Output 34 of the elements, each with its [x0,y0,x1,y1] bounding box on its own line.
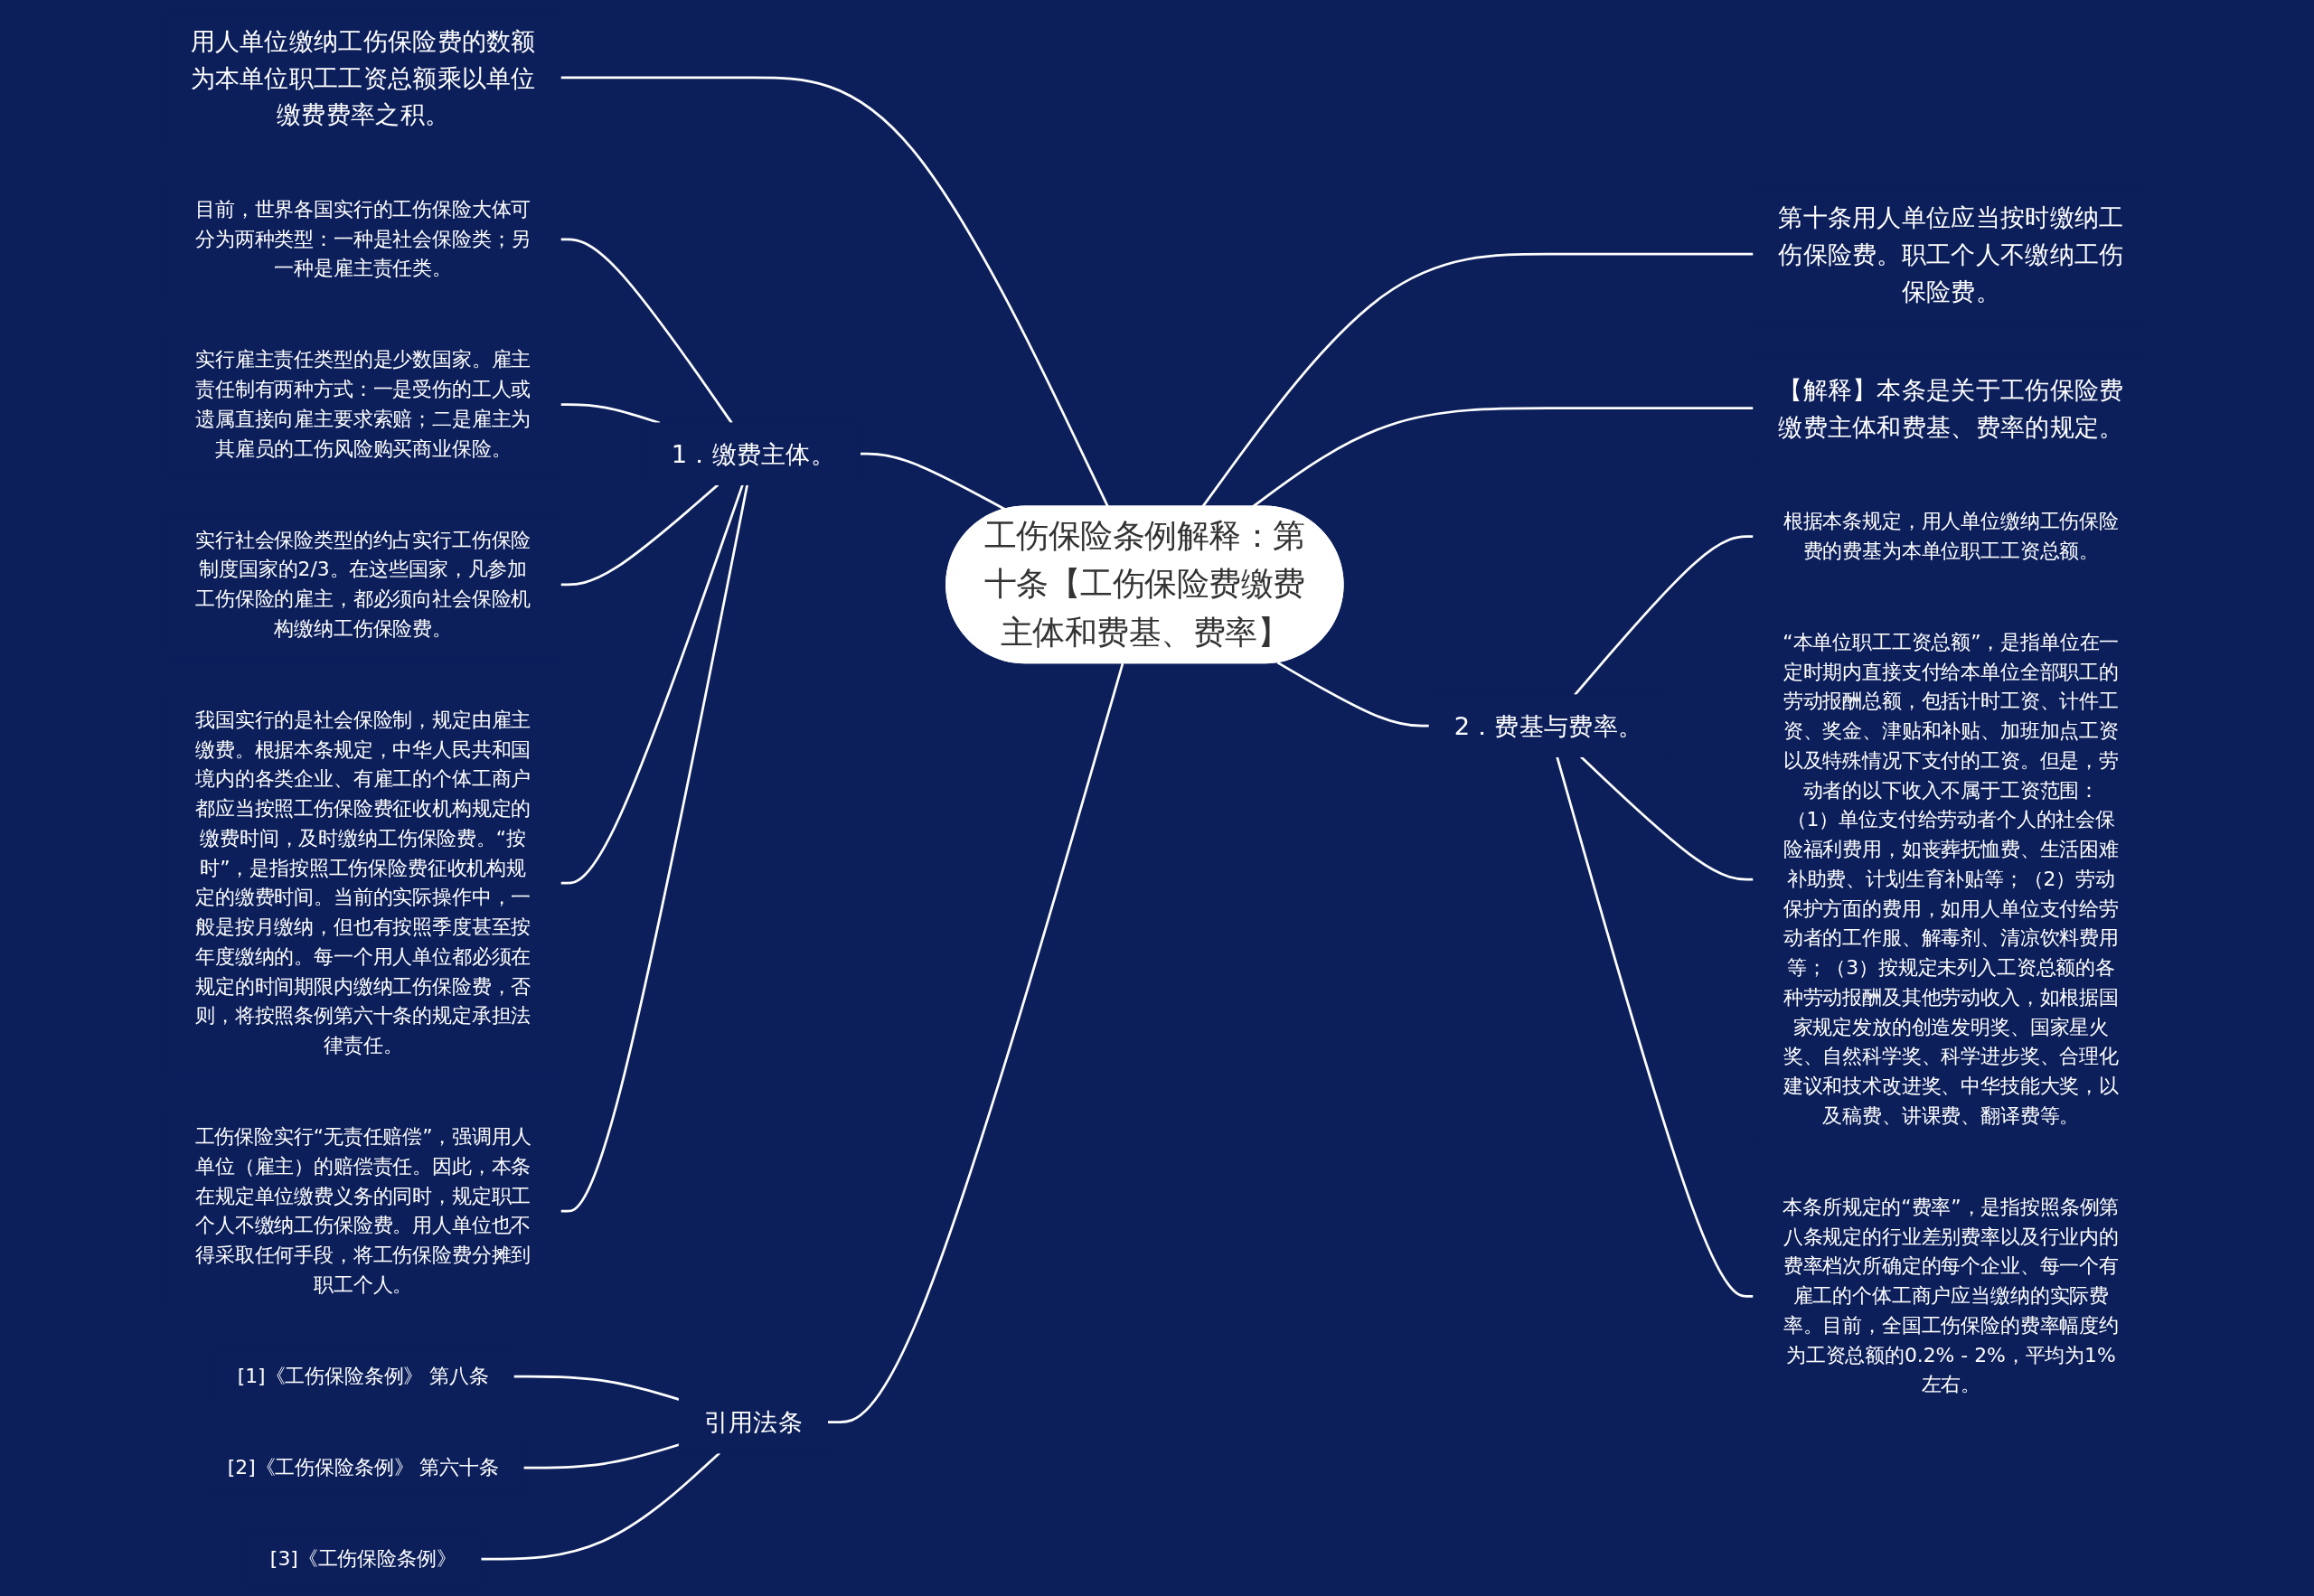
node-text: [3]《工伤保险条例》 [269,1546,456,1571]
connector [1556,756,1754,1298]
node-text: 我国实行的是社会保险制，规定由雇主缴费。根据本条规定，中华人民共和国境内的各类企业、有雇工的个体工商户都应当按照工伤保险费征收机构规定的缴费时间，及时缴纳工伤保险费。“按时”，是指按照工伤保险费征收机构规定的缴费时间。当前的实际操作中，一般是按月缴纳，但也有按照季度甚至按年度缴纳的。每一个用人单位都必须在规定的时间期限内缴纳工伤保险费，否则，将按照条例第六十条的规定承担法律责任。 [195,708,531,1057]
node-text: 1．缴费主体。 [671,438,836,469]
connector [560,238,733,424]
node-text: 本条所规定的“费率”，是指按照条例第八条规定的行业差别费率以及行业内的费率档次所确定的每个企业、每一个有雇工的个体工商户应当缴纳的实际费率。目前，全国工伤保险的费率幅度约为工资总额的0.2% - 2%，平均为1%左右。 [1783,1195,2120,1396]
connector [1580,756,1754,881]
connector [522,1443,680,1469]
node-text: 2．费基与费率。 [1453,710,1643,741]
node-text: 实行社会保险类型的约占实行工伤保险制度国家的2/3。在这些国家，凡参加工伤保险的雇主，都必须向社会保险机构缴纳工伤保险费。 [195,528,531,641]
node-text: 第十条用人单位应当按时缴纳工伤保险费。职工个人不缴纳工伤保险费。 [1778,202,2124,306]
connector [1574,535,1754,696]
node-text: 【解释】本条是关于工伤保险费缴费主体和费基、费率的规定。 [1778,374,2124,442]
connector [827,662,1124,1423]
node-text: 实行雇主责任类型的是少数国家。雇主责任制有两种方式：一是受伤的工人或遗属直接向雇主要求索赔；二是雇主为其雇员的工伤风险购买商业保险。 [195,347,531,461]
connector [560,483,720,587]
connector [860,452,1006,511]
node-text: 引用法条 [703,1407,804,1437]
node-text: 目前，世界各国实行的工伤保险大体可分为两种类型：一种是社会保险类；另一种是雇主责任类。 [195,197,531,280]
node-text: [2]《工伤保险条例》 第六十条 [227,1455,499,1479]
connector [1201,252,1754,508]
node-text: “本单位职工工资总额”，是指单位在一定时期内直接支付给本单位全部职工的劳动报酬总额，包括计时工资、计件工资、奖金、津贴和补贴、加班加点工资以及特殊情况下支付的工资。但是，劳动者的以下收入不属于工资范围：（1）单位支付给劳动者个人的社会保险福利费用，如丧葬抚恤费、生活困难补助费、计划生育补贴等；（2）劳动保护方面的费用，如用人单位支付给劳动者的工作服、解毒剂、清凉饮料费用等；（3）按规定未列入工资总额的各种劳动报酬及其他劳动收入，如根据国家规定发放的创造发明奖、国家星火奖、自然科学奖、科学进步奖、合理化建议和技术改进奖、中华技能大奖，以及稿费、讲课费、翻译费等。 [1783,630,2120,1128]
node-text: 用人单位缴纳工伤保险费的数额为本单位职工工资总额乘以单位缴费费率之积。 [190,25,536,130]
connector [560,484,749,1213]
connector [1276,661,1430,728]
connector [560,483,744,885]
node-text: 根据本条规定，用人单位缴纳工伤保险费的费基为本单位职工工资总额。 [1783,509,2119,563]
connector [560,403,661,425]
connector [480,1451,721,1561]
connector [1251,407,1754,508]
connector [560,76,1109,508]
node-text: 工伤保险实行“无责任赔偿”，强调用人单位（雇主）的赔偿责任。因此，本条在规定单位缴费义务的同时，规定职工个人不缴纳工伤保险费。用人单位也不得采取任何手段，将工伤保险费分摊到职工个人。 [194,1124,531,1297]
node-text: [1]《工伤保险条例》 第八条 [237,1364,489,1388]
connector [513,1375,680,1401]
